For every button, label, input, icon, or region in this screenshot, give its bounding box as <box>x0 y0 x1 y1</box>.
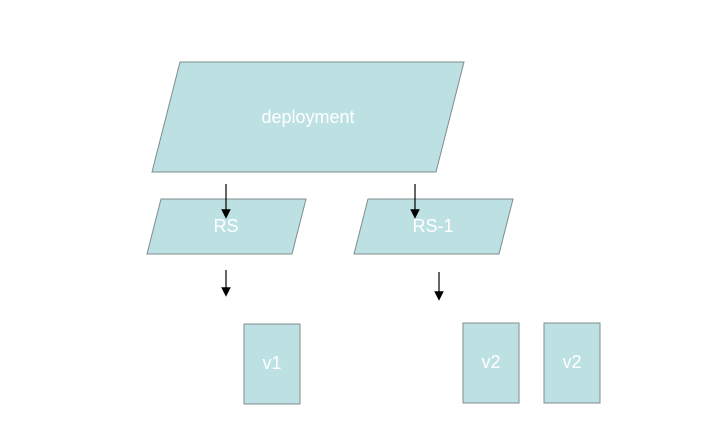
rs1-label: RS-1 <box>412 216 453 236</box>
pod-v1-node: v1 <box>243 323 301 405</box>
rs-label: RS <box>213 216 238 236</box>
replica-set-rs-node: RS <box>146 198 307 255</box>
pod-v2-node-b: v2 <box>543 322 601 404</box>
pod-v2-label-a: v2 <box>481 352 500 372</box>
deployment-label: deployment <box>261 107 354 127</box>
pod-v2-node-a: v2 <box>462 322 520 404</box>
pod-v1-label: v1 <box>262 353 281 373</box>
deployment-node: deployment <box>151 61 465 173</box>
pod-v2-label-b: v2 <box>562 352 581 372</box>
replica-set-rs1-node: RS-1 <box>353 198 514 255</box>
